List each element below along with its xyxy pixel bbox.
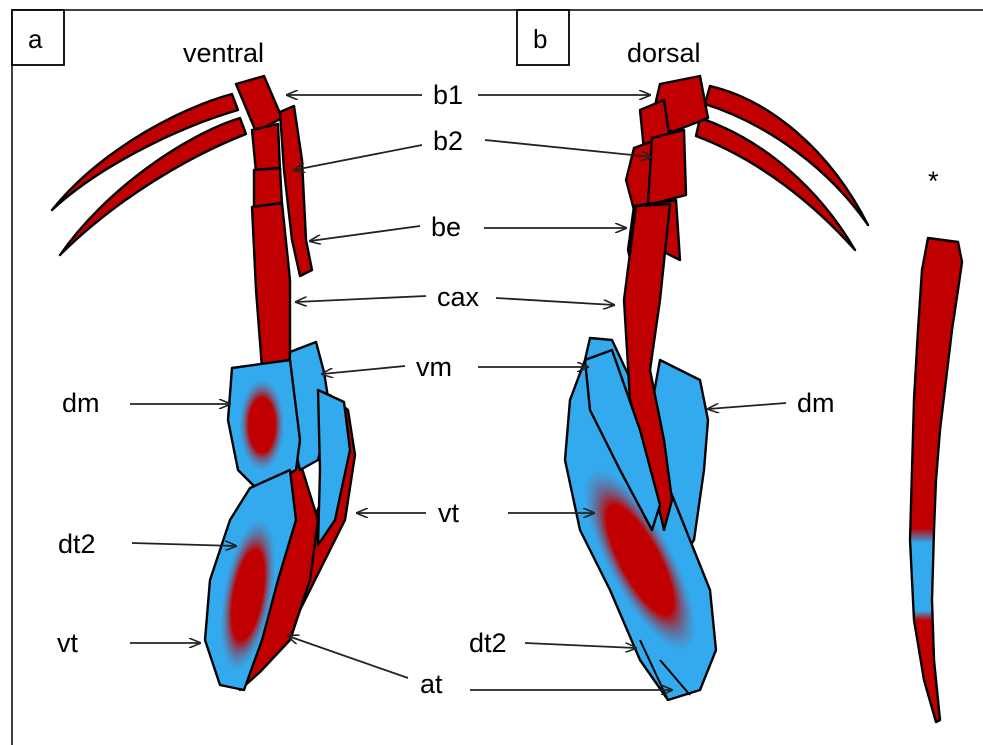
label-dm-dorsal: dm <box>797 388 835 418</box>
label-at: at <box>420 669 443 699</box>
ventral-view-drawing <box>52 76 355 690</box>
dorsal-segment-b2-c <box>648 130 686 205</box>
arrow-dm-dorsal <box>708 403 786 409</box>
label-vt-left: vt <box>57 628 79 658</box>
arrow-at-ventral <box>288 636 408 678</box>
ventral-segment-b2-b <box>254 168 282 207</box>
arrow-cax-ventral <box>296 296 426 302</box>
label-be: be <box>431 212 461 242</box>
arrow-dt2-dorsal <box>525 643 636 648</box>
arrow-be-ventral <box>310 226 420 241</box>
ventral-seta-upper <box>52 94 238 210</box>
label-b2: b2 <box>433 126 463 156</box>
arrow-vm-ventral <box>322 366 405 374</box>
label-vt-center: vt <box>438 498 460 528</box>
panel-a-box: a <box>12 10 64 65</box>
isolated-seta: * <box>910 166 962 722</box>
view-title-dorsal: dorsal <box>627 38 701 68</box>
arrow-b2-ventral <box>294 145 422 170</box>
ventral-segment-cax <box>252 203 290 368</box>
arrow-cax-dorsal <box>496 298 614 305</box>
label-b1: b1 <box>433 80 463 110</box>
label-dm-ventral: dm <box>62 388 100 418</box>
label-dt2-ventral: dt2 <box>58 529 96 559</box>
ventral-segment-b2-a <box>252 124 280 172</box>
view-title-ventral: ventral <box>183 38 264 68</box>
arrow-dt2-ventral <box>132 543 236 546</box>
label-dt2-dorsal: dt2 <box>469 628 507 658</box>
dorsal-seta-upper <box>705 86 868 225</box>
isolated-seta-shape <box>910 238 962 722</box>
panel-a-label: a <box>28 24 43 54</box>
ventral-dm-core <box>240 380 284 470</box>
label-cax: cax <box>437 282 480 312</box>
label-vm: vm <box>416 352 452 382</box>
panel-b-label: b <box>533 24 547 54</box>
arrow-b2-dorsal <box>485 140 652 157</box>
asterisk-mark: * <box>928 166 939 196</box>
panel-b-box: b <box>517 10 569 65</box>
